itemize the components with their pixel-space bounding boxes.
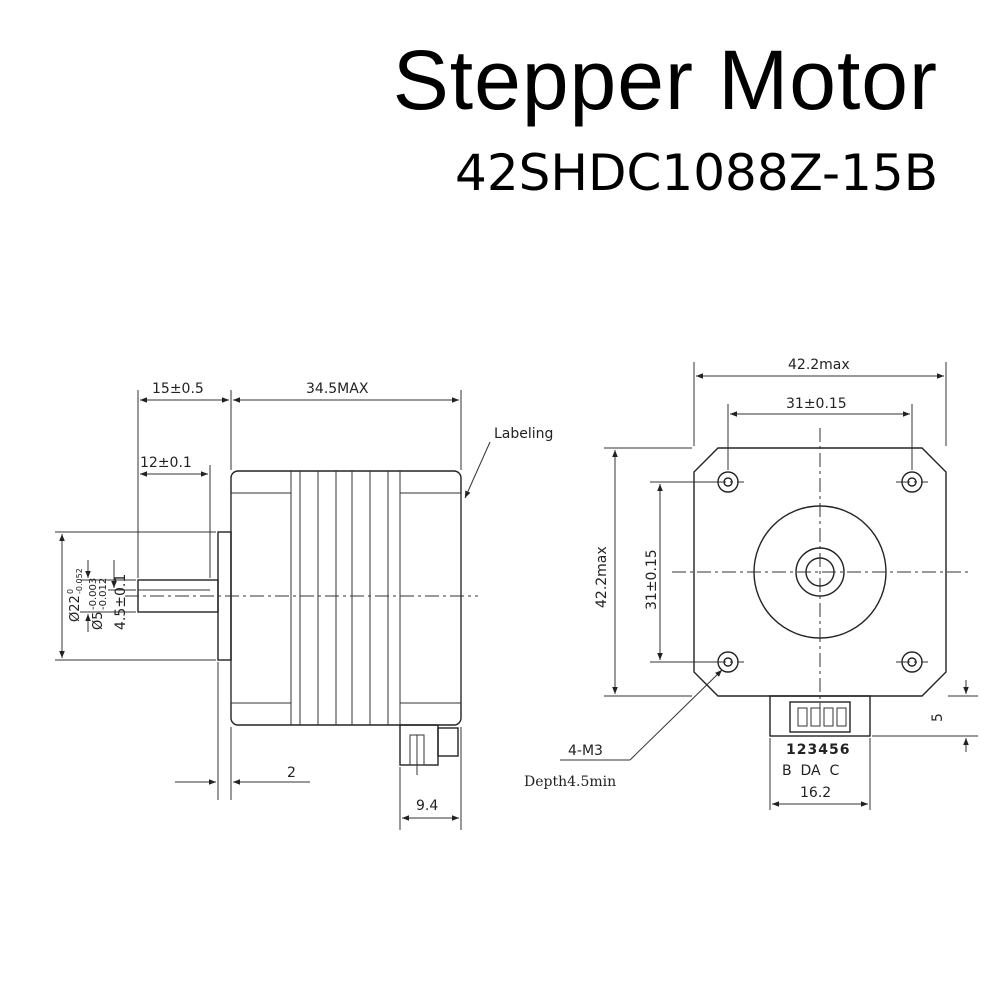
dim-shaft-diameter: Ø5: [91, 611, 106, 630]
pin-numbers: 123456: [786, 742, 850, 758]
dim-body-length: 34.5MAX: [306, 381, 369, 397]
dim-connector-width: 16.2: [800, 785, 831, 801]
dim-connector-length: 9.4: [416, 798, 438, 814]
dim-boss-diameter: Ø22: [68, 595, 83, 622]
dim-shaft-tol-lower: -0.012: [98, 578, 109, 610]
dim-shaft-tol-upper: -0.003: [88, 578, 99, 610]
labeling-callout: Labeling: [494, 426, 553, 442]
motor-face: [693, 447, 947, 697]
side-connector: [399, 724, 459, 775]
hole-callout: 4-M3: [568, 743, 603, 759]
dim-front-width: 42.2max: [788, 357, 850, 373]
dim-hole-spacing-v: 31±0.15: [644, 549, 660, 610]
dim-shaft-length: 15±0.5: [152, 381, 204, 397]
hole-callout-leader: [629, 669, 723, 761]
dim-flat-depth: 4.5±0.1: [113, 574, 129, 630]
labeling-leader: [464, 441, 491, 499]
dim-boss-tol-upper: 0: [66, 589, 75, 594]
motor-body: [230, 470, 462, 726]
front-view: 123456 B DA C 42.2max 31±0.15 42.2max 31…: [524, 357, 978, 810]
side-view: Labeling 15±0.5 34.5MAX 12±0.1 Ø22 0 -0.…: [55, 381, 553, 830]
front-connector: [769, 695, 871, 737]
front-end-cap: [230, 492, 292, 704]
dim-boss-tol-lower: -0.052: [75, 568, 84, 594]
dim-boss-height: 2: [287, 765, 296, 781]
dim-front-height: 42.2max: [594, 546, 610, 608]
stator-laminations: [290, 471, 401, 725]
pin-phases: B DA C: [782, 763, 840, 779]
dim-flat-length: 12±0.1: [140, 455, 192, 471]
dim-hole-spacing-h: 31±0.15: [786, 396, 847, 412]
dim-connector-offset: 5: [930, 713, 946, 722]
hole-depth: Depth4.5min: [524, 774, 616, 790]
page-title: Stepper Motor: [392, 33, 938, 127]
model-number: 42SHDC1088Z-15B: [455, 144, 938, 202]
rear-end-cap: [399, 492, 462, 704]
